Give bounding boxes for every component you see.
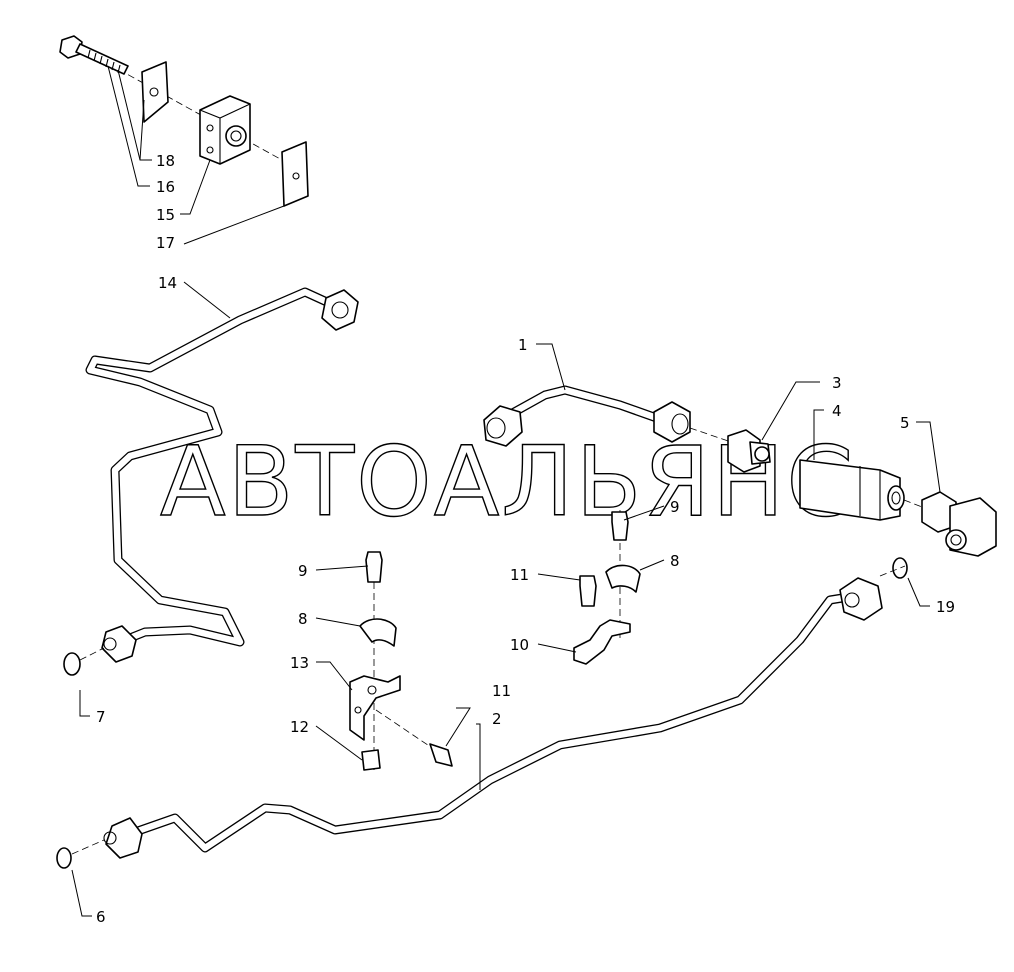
plate-17-hole xyxy=(292,172,300,180)
callout-4: 4 xyxy=(832,402,842,420)
axis-7 xyxy=(79,647,105,661)
callout-6: 6 xyxy=(96,908,106,926)
callouts: 1 2 3 4 5 6 7 8 8 9 9 10 11 11 12 13 14 … xyxy=(96,152,955,926)
bolt-11-left xyxy=(429,743,453,767)
plate-17 xyxy=(281,141,309,207)
plate-18 xyxy=(141,61,169,123)
callout-9-left: 9 xyxy=(298,562,308,580)
callout-15: 15 xyxy=(156,206,175,224)
clip-8-left xyxy=(359,618,397,647)
clamp-set-right xyxy=(573,510,641,665)
callout-17: 17 xyxy=(156,234,175,252)
callout-12: 12 xyxy=(290,718,309,736)
callout-16: 16 xyxy=(156,178,175,196)
plate-18-hole xyxy=(149,87,159,97)
bolt-11-right xyxy=(579,575,597,607)
bolt-16 xyxy=(59,35,129,75)
callout-5: 5 xyxy=(900,414,910,432)
o-ring-6 xyxy=(56,847,72,869)
clamp-set-left xyxy=(349,551,453,771)
callout-2: 2 xyxy=(492,710,502,728)
bracket-assembly xyxy=(59,35,309,207)
block-15 xyxy=(199,95,251,165)
callout-10: 10 xyxy=(510,636,529,654)
callout-3: 3 xyxy=(832,374,842,392)
o-ring-19 xyxy=(892,557,908,579)
clip-8-right xyxy=(605,564,641,593)
nut-12 xyxy=(361,749,381,771)
callout-13: 13 xyxy=(290,654,309,672)
callout-18: 18 xyxy=(156,152,175,170)
axis-19 xyxy=(879,565,906,577)
bracket-10 xyxy=(573,619,631,665)
axis-6 xyxy=(71,839,105,855)
o-ring-7 xyxy=(63,652,81,676)
bolt-9-left xyxy=(365,551,383,583)
body-4 xyxy=(799,459,905,521)
bolt-9-right xyxy=(611,511,629,541)
elbow-5 xyxy=(921,491,997,557)
pipe-14 xyxy=(85,287,359,663)
callout-19: 19 xyxy=(936,598,955,616)
fitting-3 xyxy=(727,429,771,473)
callout-7: 7 xyxy=(96,708,106,726)
leader-lines xyxy=(71,65,941,917)
callout-9-right: 9 xyxy=(670,498,680,516)
bracket-13 xyxy=(349,675,401,741)
assembly-axis-line xyxy=(79,47,301,171)
callout-8-left: 8 xyxy=(298,610,308,628)
pipe-2 xyxy=(103,577,883,859)
callout-1: 1 xyxy=(518,336,528,354)
callout-14: 14 xyxy=(158,274,177,292)
callout-11-right: 11 xyxy=(510,566,529,584)
callout-8-right: 8 xyxy=(670,552,680,570)
callout-11-left: 11 xyxy=(492,682,511,700)
